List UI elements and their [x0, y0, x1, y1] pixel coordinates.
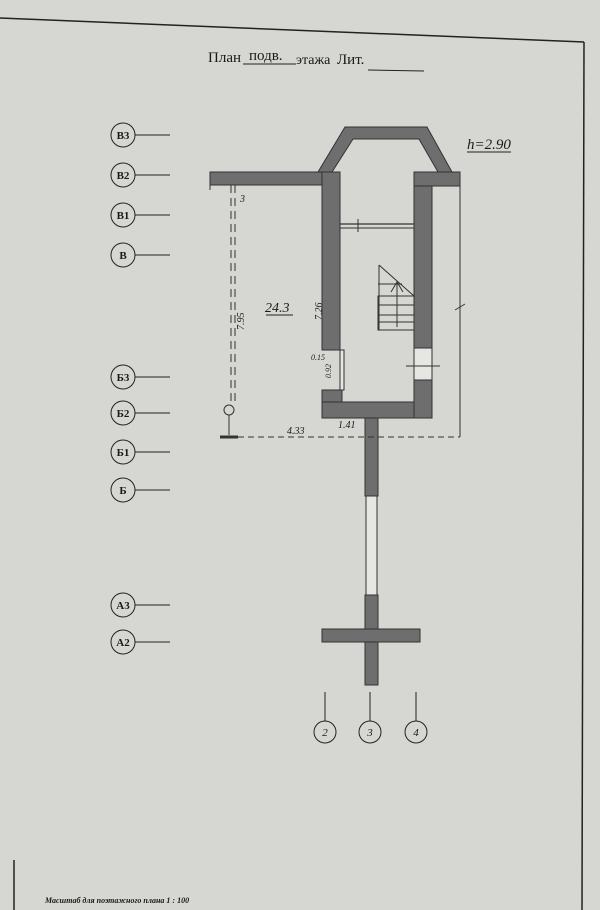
- title-middle: этажа: [296, 53, 331, 68]
- dimension-7-26: 7.26: [314, 303, 325, 321]
- axis-label-col: 2: [322, 727, 328, 739]
- axis-label-row: В3: [117, 130, 130, 142]
- dimension-3: 3: [239, 194, 245, 205]
- door-opening: [339, 349, 345, 391]
- axis-label-row: Б3: [117, 372, 130, 384]
- dimension-4-33: 4.33: [287, 426, 305, 437]
- window-opening: [365, 495, 378, 596]
- dimension-lines: [209, 175, 466, 439]
- stairs-symbol: [377, 264, 416, 331]
- axis-label-col: 3: [366, 727, 373, 739]
- title-lit: Лит.: [337, 52, 364, 68]
- axis-label-row: В: [119, 250, 127, 262]
- dimension-0-15: 0.15: [311, 353, 325, 362]
- title-floor: подв.: [249, 48, 283, 64]
- frame-right-line: [581, 41, 585, 910]
- window-right: [413, 347, 433, 381]
- title-prefix: План: [208, 50, 241, 66]
- room-area: 24.3: [265, 301, 290, 316]
- axis-label-row: А2: [116, 637, 130, 649]
- axis-label-col: 4: [413, 727, 419, 739]
- frame-top-line: [0, 17, 585, 43]
- axis-label-row: А3: [116, 600, 130, 612]
- lit-blank-line: [367, 69, 425, 72]
- axis-label-row: Б: [119, 485, 126, 497]
- axis-label-row: Б1: [117, 447, 130, 459]
- axis-label-row: Б2: [117, 408, 130, 420]
- dimension-0-92: 0.92: [324, 364, 333, 378]
- axis-label-row: В1: [117, 210, 130, 222]
- dimension-1-41: 1.41: [338, 420, 356, 431]
- height-note: h=2.90: [467, 137, 511, 153]
- axis-label-row: В2: [117, 170, 130, 182]
- dimension-7-95: 7.95: [236, 313, 247, 331]
- scale-note: Масштаб для поэтажного плана 1 : 100: [44, 896, 189, 905]
- walls: [209, 126, 461, 686]
